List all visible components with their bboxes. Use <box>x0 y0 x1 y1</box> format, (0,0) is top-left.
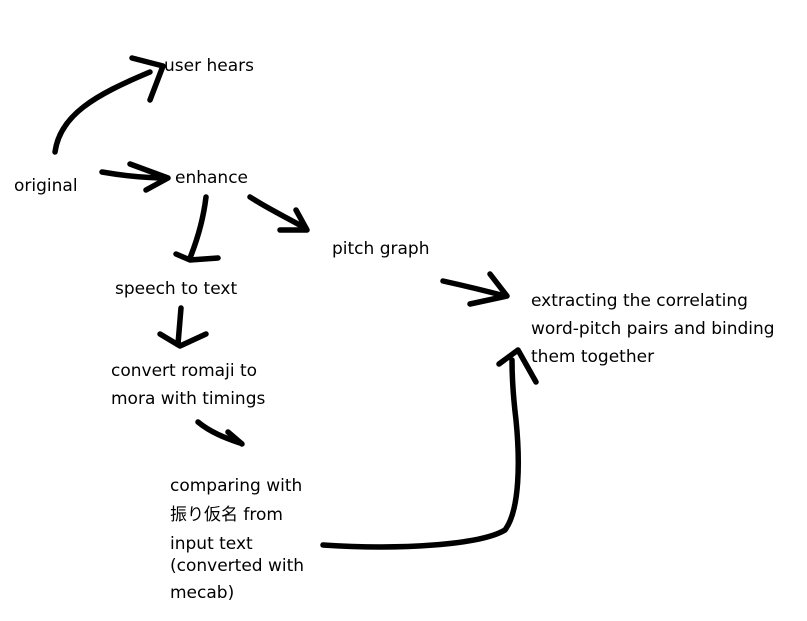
node-original: original <box>14 176 78 196</box>
node-pitch-graph: pitch graph <box>332 239 430 259</box>
node-speech-to-text: speech to text <box>115 279 238 299</box>
node-extracting-pairs: extracting the correlating word-pitch pa… <box>531 287 775 371</box>
node-user-hears: user hears <box>164 56 254 76</box>
node-compare-line: mecab) <box>170 583 235 603</box>
arrow-original-to-enhance <box>99 161 171 193</box>
node-enhance: enhance <box>175 168 249 188</box>
node-extract-line: extracting the correlating <box>531 291 748 311</box>
node-compare-line: comparing with <box>170 476 303 496</box>
node-convert-line: mora with timings <box>111 389 266 409</box>
arrow-speech-to-convert <box>157 305 209 349</box>
node-compare-line: input text <box>170 534 253 554</box>
arrow-convert-to-compare <box>195 419 245 447</box>
node-compare-line: 振り仮名 from <box>170 505 283 525</box>
node-comparing-furigana: comparing with 振り仮名 from input text (con… <box>170 472 304 606</box>
node-extract-line: word-pitch pairs and binding <box>531 319 775 339</box>
node-convert-romaji: convert romaji to mora with timings <box>111 357 265 413</box>
node-extract-line: them together <box>531 347 655 367</box>
node-compare-line: (converted with <box>170 556 305 576</box>
arrow-enhance-to-speech <box>173 194 221 263</box>
arrow-enhance-to-pitch-graph <box>247 194 310 233</box>
arrow-pitch-to-extract <box>440 271 510 307</box>
arrow-original-to-user-hears <box>52 55 166 155</box>
node-convert-line: convert romaji to <box>111 361 258 381</box>
arrow-compare-to-extract <box>320 347 539 550</box>
